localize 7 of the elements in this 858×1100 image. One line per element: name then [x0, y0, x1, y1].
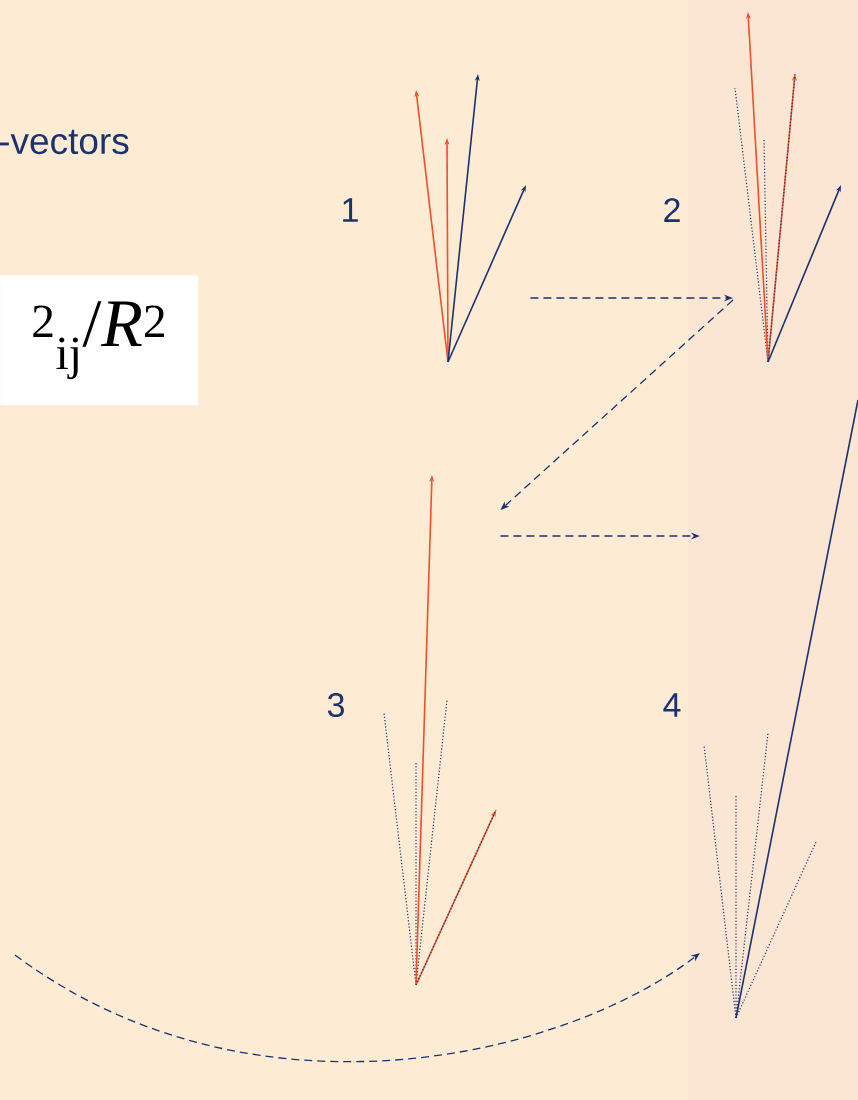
step-number: 3 — [327, 692, 344, 718]
step-number: 2 — [664, 198, 680, 222]
step-number: 4 — [663, 693, 681, 717]
step-number: 1 — [343, 198, 358, 222]
formula-box: 2$_{ij}$/R$^{2}$ — [0, 275, 199, 406]
dashed-arrow — [14, 953, 700, 1063]
heading-text: -vectors — [0, 129, 129, 155]
